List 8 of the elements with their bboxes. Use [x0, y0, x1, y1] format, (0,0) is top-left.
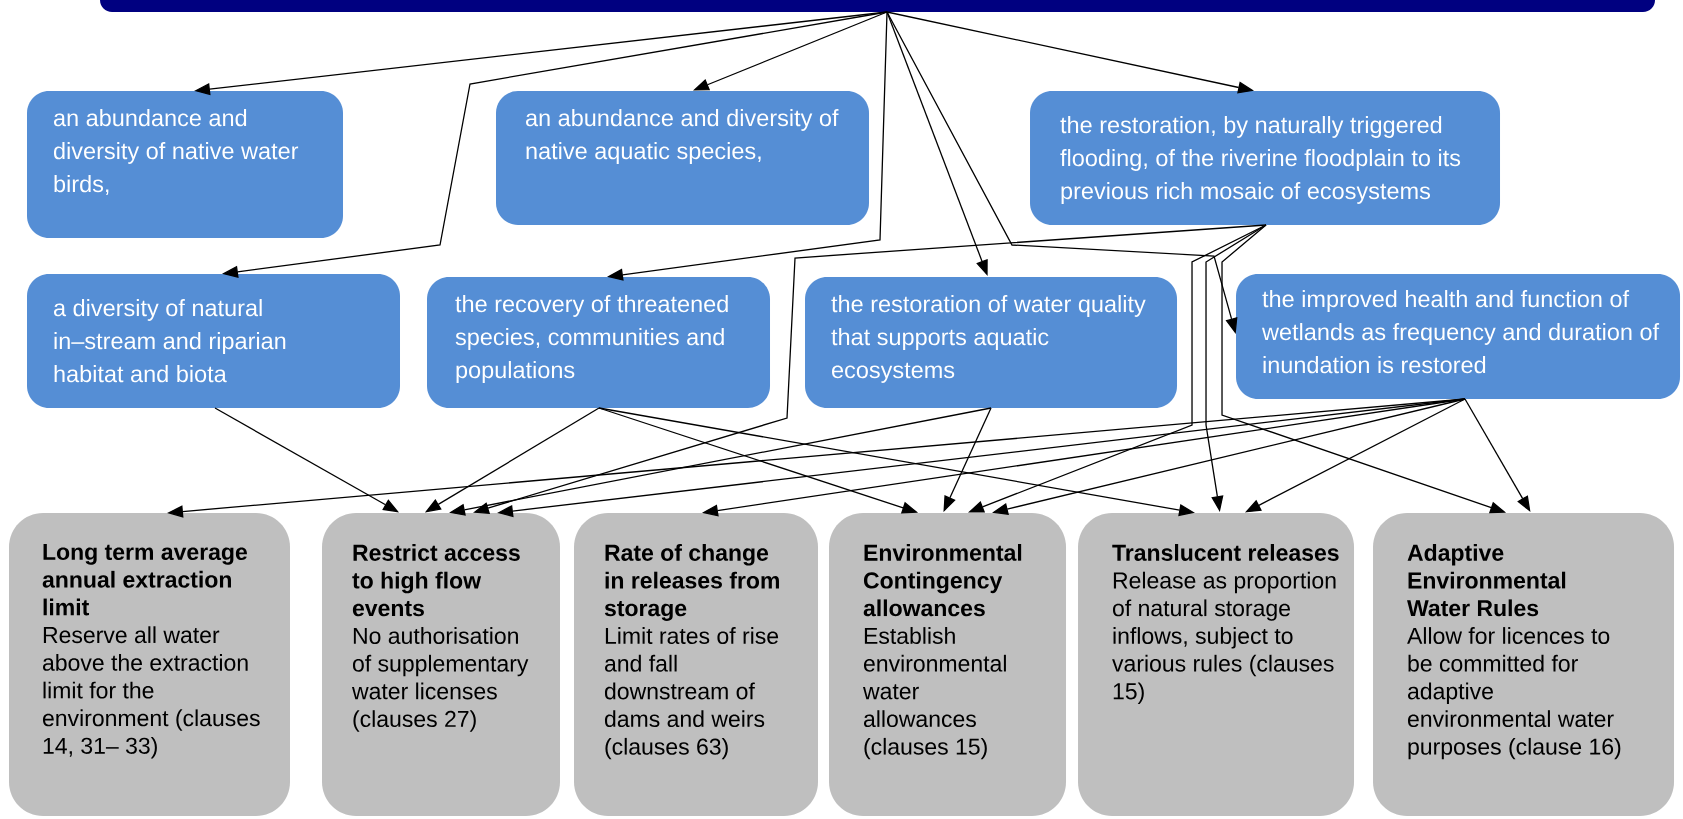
goal-box: the restoration of water quality that supports aquatic ecosystems [805, 277, 1177, 408]
goal-box: an abundance and diversity of native aquatic species, [496, 91, 869, 225]
goal-box: the improved health and function of wetlands as frequency and duration of inundation is restored [1236, 274, 1680, 399]
header-bar [100, 0, 1655, 12]
goal-box: a diversity of natural in–stream and riparian habitat and biota [27, 274, 400, 408]
goal-box: the recovery of threatened species, communities and populations [427, 277, 770, 408]
goal-box: an abundance and diversity of native water birds, [27, 91, 343, 238]
goal-box: the restoration, by naturally triggered flooding, of the riverine floodplain to its previous rich mosaic of ecosystems [1030, 91, 1500, 225]
